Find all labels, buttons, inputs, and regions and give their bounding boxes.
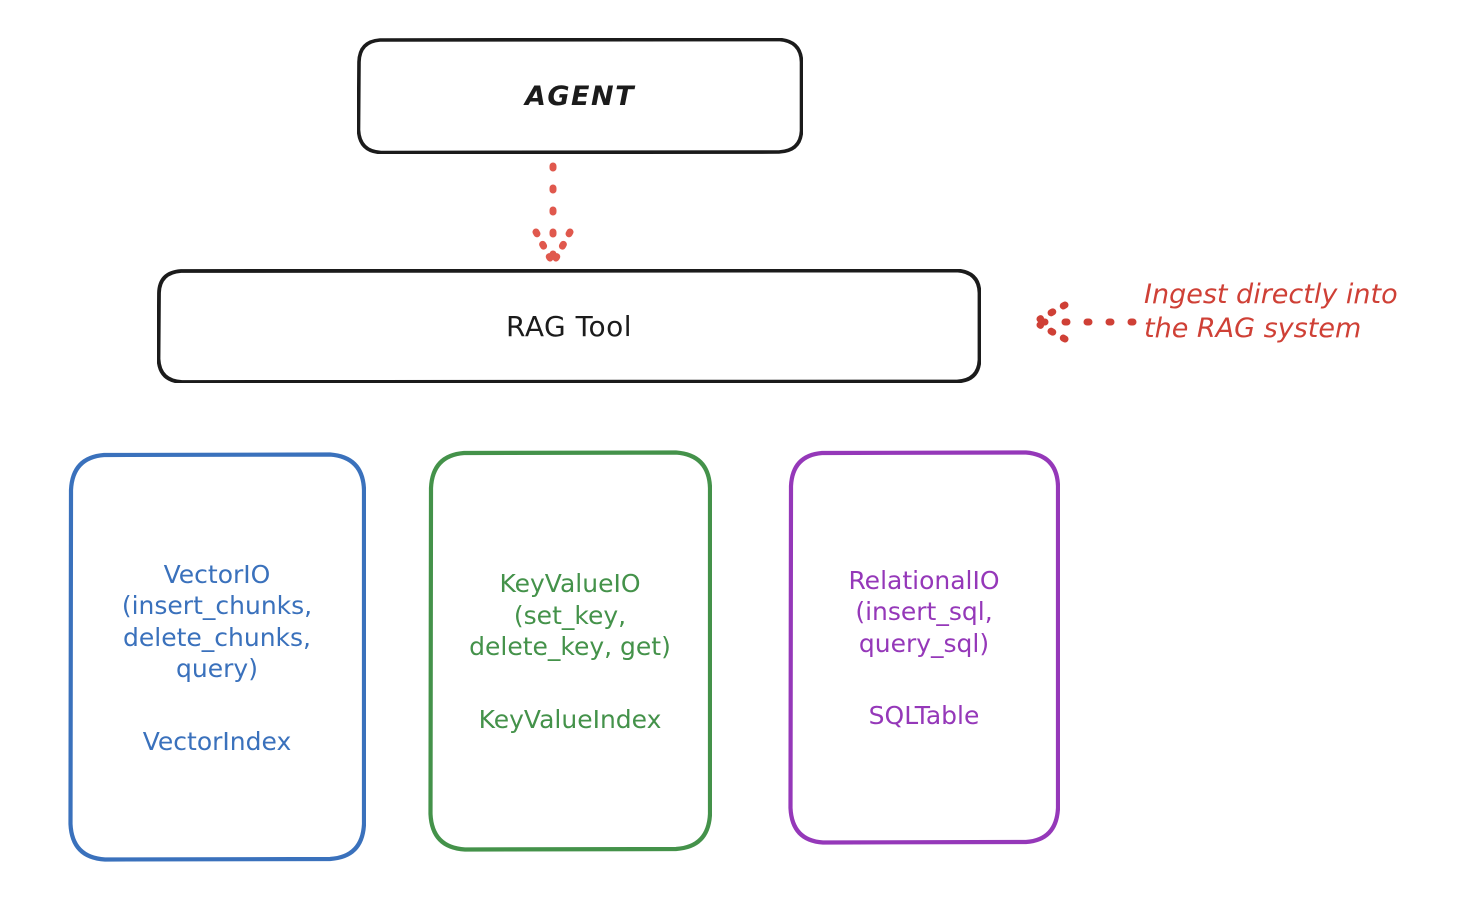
node-agent[interactable]: AGENT [357,38,803,154]
node-key-value-io[interactable]: KeyValueIO (set_key, delete_key, get) Ke… [428,450,712,852]
node-relational-io[interactable]: RelationalIO (insert_sql, query_sql) SQL… [788,450,1060,845]
edge-agent-to-rag-tool-hit[interactable] [520,158,590,270]
annotation-ingest-note: Ingest directly into the RAG system [1144,279,1398,345]
node-vector-io-index: VectorIndex [142,726,292,756]
node-key-value-io-api: KeyValueIO (set_key, delete_key, get) [469,569,671,662]
node-rag-tool-label: RAG Tool [506,309,632,343]
node-relational-io-index: SQLTable [868,701,980,731]
node-vector-io[interactable]: VectorIO (insert_chunks, delete_chunks, … [68,452,366,862]
node-relational-io-api: RelationalIO (insert_sql, query_sql) [848,565,1000,658]
node-agent-label: AGENT [524,80,635,112]
node-rag-tool[interactable]: RAG Tool [157,269,981,383]
edge-ingest-note-to-rag-tool-hit[interactable] [1022,300,1137,344]
node-vector-io-api: VectorIO (insert_chunks, delete_chunks, … [121,559,313,684]
node-key-value-io-index: KeyValueIndex [478,704,662,734]
